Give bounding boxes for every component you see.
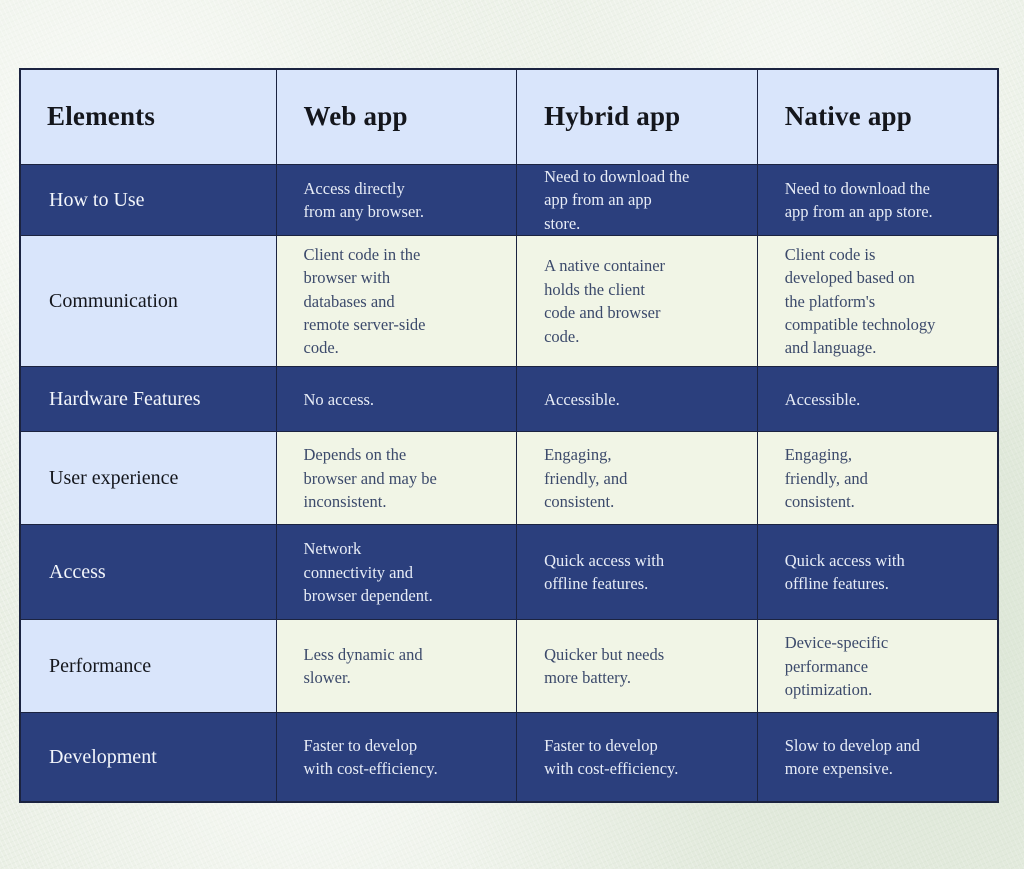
header-cell-native-app: Native app [756,68,999,165]
row-label-how-to-use: How to Use [19,163,277,237]
row-label-user-experience: User experience [19,431,277,526]
table-row: Hardware Features No access. Accessible.… [19,366,999,433]
header-label-native-app: Native app [784,101,912,132]
cell-text: Client code in the browser with database… [303,244,426,358]
cell-performance-native-app: Device-specific performance optimization… [756,619,999,714]
cell-text: Quick access with offline features. [784,550,905,594]
header-cell-hybrid-app: Hybrid app [516,68,758,165]
table-row: Access Network connectivity and browser … [19,524,999,621]
cell-access-native-app: Quick access with offline features. [756,524,999,621]
row-label-development: Development [19,712,277,803]
cell-access-hybrid-app: Quick access with offline features. [516,524,758,621]
header-label-web-app: Web app [303,101,408,132]
comparison-table-container: Elements Web app Hybrid app Native app H… [19,68,999,804]
row-label-communication: Communication [19,235,277,368]
cell-hardware-features-native-app: Accessible. [756,366,999,433]
cell-text: No access. [303,389,375,409]
cell-text: Faster to develop with cost-efficiency. [303,735,438,779]
table-row: How to Use Access directly from any brow… [19,163,999,237]
cell-how-to-use-hybrid-app: Need to download the app from an app sto… [516,163,758,237]
header-label-elements: Elements [47,101,156,132]
header-label-hybrid-app: Hybrid app [544,101,681,132]
row-label-performance: Performance [19,619,277,714]
cell-text: Depends on the browser and may be incons… [303,445,437,511]
cell-user-experience-native-app: Engaging, friendly, and consistent. [756,431,999,526]
table-row: User experience Depends on the browser a… [19,431,999,526]
cell-text: Network connectivity and browser depende… [303,539,433,605]
cell-text: Client code is developed based on the pl… [784,244,936,358]
cell-text: Quick access with offline features. [544,550,665,594]
cell-hardware-features-web-app: No access. [275,366,518,433]
cell-text: Engaging, friendly, and consistent. [784,445,868,511]
cell-text: Quicker but needs more battery. [544,644,665,688]
cell-text: Slow to develop and more expensive. [784,735,920,779]
row-label-text: Communication [49,289,178,312]
cell-user-experience-web-app: Depends on the browser and may be incons… [275,431,518,526]
cell-text: Faster to develop with cost-efficiency. [544,735,679,779]
cell-communication-web-app: Client code in the browser with database… [275,235,518,368]
row-label-access: Access [19,524,277,621]
header-cell-web-app: Web app [275,68,518,165]
row-label-text: Development [49,745,157,768]
cell-text: Accessible. [544,389,620,409]
table-header-row: Elements Web app Hybrid app Native app [19,68,999,165]
row-label-text: How to Use [49,188,145,211]
cell-how-to-use-web-app: Access directly from any browser. [275,163,518,237]
cell-text: Device-specific performance optimization… [784,633,889,699]
table-row: Development Faster to develop with cost-… [19,712,999,803]
cell-text: Engaging, friendly, and consistent. [544,445,628,511]
app-comparison-table: Elements Web app Hybrid app Native app H… [19,68,999,804]
row-label-text: Access [49,560,106,583]
cell-development-native-app: Slow to develop and more expensive. [756,712,999,803]
cell-communication-native-app: Client code is developed based on the pl… [756,235,999,368]
row-label-text: User experience [49,466,179,489]
cell-text: Less dynamic and slower. [303,644,423,688]
cell-performance-web-app: Less dynamic and slower. [275,619,518,714]
cell-user-experience-hybrid-app: Engaging, friendly, and consistent. [516,431,758,526]
cell-performance-hybrid-app: Quicker but needs more battery. [516,619,758,714]
cell-communication-hybrid-app: A native container holds the client code… [516,235,758,368]
cell-text: Need to download the app from an app sto… [784,178,933,222]
cell-text: A native container holds the client code… [544,256,666,346]
cell-text: Need to download the app from an app sto… [544,167,690,233]
row-label-text: Hardware Features [49,387,201,410]
header-cell-elements: Elements [19,68,277,165]
cell-hardware-features-hybrid-app: Accessible. [516,366,758,433]
cell-access-web-app: Network connectivity and browser depende… [275,524,518,621]
table-row: Communication Client code in the browser… [19,235,999,368]
row-label-text: Performance [49,654,152,677]
table-row: Performance Less dynamic and slower. Qui… [19,619,999,714]
cell-how-to-use-native-app: Need to download the app from an app sto… [756,163,999,237]
row-label-hardware-features: Hardware Features [19,366,277,433]
cell-development-hybrid-app: Faster to develop with cost-efficiency. [516,712,758,803]
cell-text: Accessible. [784,389,861,409]
cell-development-web-app: Faster to develop with cost-efficiency. [275,712,518,803]
cell-text: Access directly from any browser. [303,178,425,222]
